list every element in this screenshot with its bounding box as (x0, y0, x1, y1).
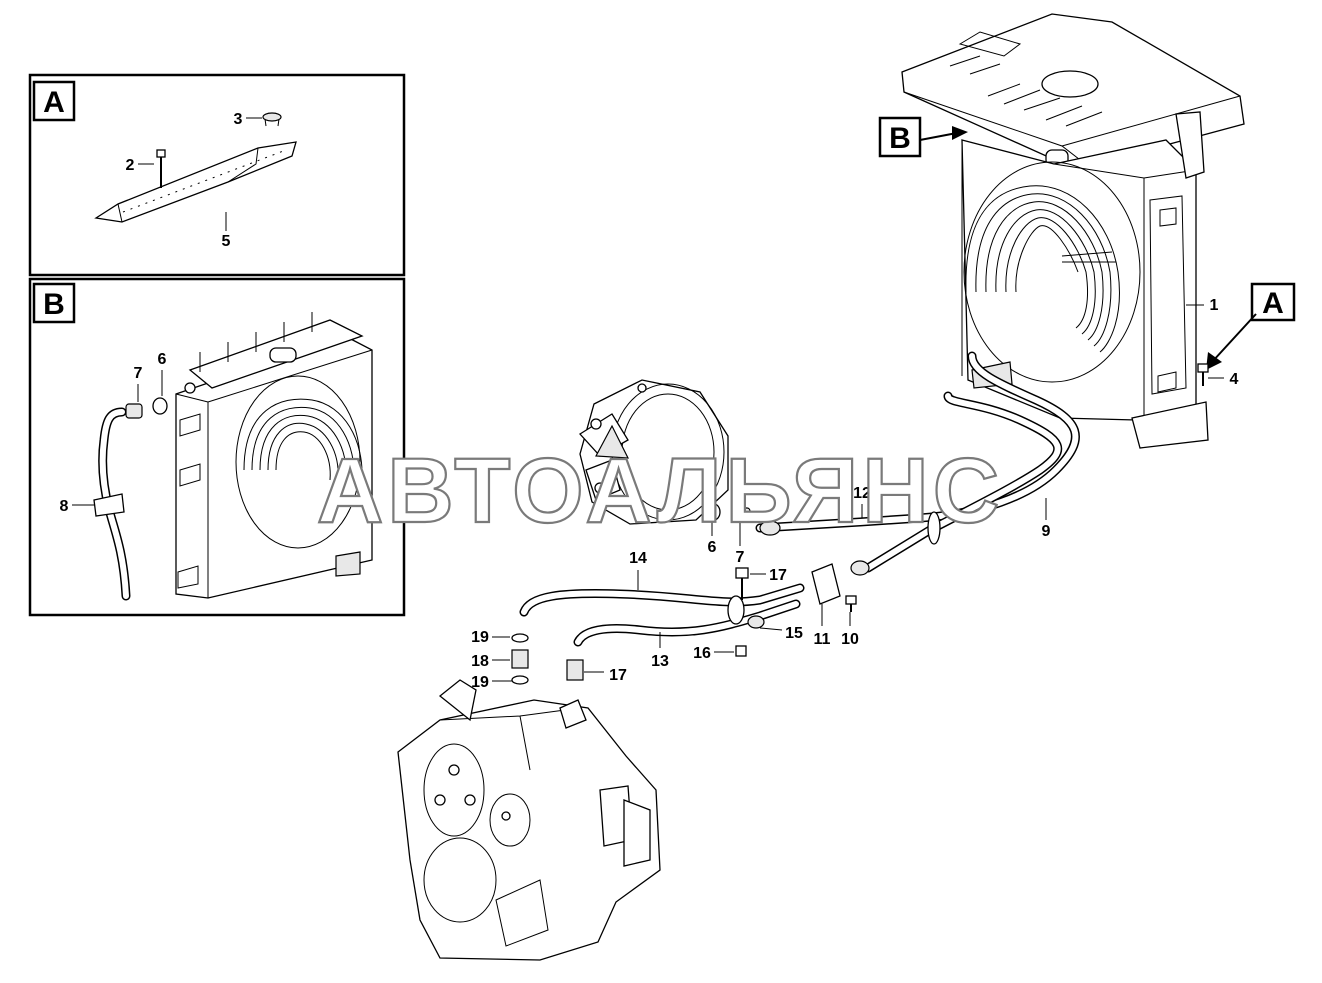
callout-17-lower: 17 (609, 667, 627, 684)
callout-7: 7 (736, 549, 745, 566)
fittings-6-7 (707, 503, 751, 523)
callout-19-lower: 19 (471, 674, 489, 691)
torque-converter (578, 379, 729, 525)
callout-8: 8 (60, 498, 69, 515)
hose-detail (93, 382, 196, 601)
transmission (397, 679, 661, 961)
callout-11: 11 (814, 631, 831, 648)
view-marker-a-box (1250, 282, 1296, 322)
block-11 (811, 563, 857, 612)
callout-19-upper: 19 (471, 629, 489, 646)
view-marker-a: A (1206, 282, 1296, 370)
callout-14: 14 (629, 550, 647, 567)
view-marker-a-label: A (1262, 287, 1284, 320)
callouts: 1 4 9 12 6 7 14 17 19 18 19 13 16 15 11 … (471, 297, 1238, 691)
cover-plate (94, 141, 297, 223)
callout-7-detail: 7 (134, 365, 143, 382)
small-fittings (511, 567, 749, 685)
callout-4: 4 (1230, 371, 1239, 388)
view-marker-b-box (878, 116, 922, 158)
view-marker-b-label: B (889, 122, 911, 155)
callout-15: 15 (785, 625, 803, 642)
detail-view-b: B 7 6 (28, 277, 406, 617)
callout-3: 3 (234, 111, 243, 128)
callout-12: 12 (853, 485, 871, 502)
detail-view-b-tag-box (32, 282, 76, 324)
callout-9: 9 (1042, 523, 1051, 540)
callout-6: 6 (708, 539, 717, 556)
filler-cap (262, 112, 282, 127)
detail-view-a: A 3 2 5 (28, 73, 406, 277)
hoses-9-12 (755, 351, 1080, 576)
detail-view-a-tag-box (32, 80, 76, 122)
callout-13: 13 (651, 653, 669, 670)
callout-17-upper: 17 (769, 567, 787, 584)
callout-5: 5 (222, 233, 231, 250)
bolt-4 (1197, 363, 1209, 386)
radiator-detail (175, 312, 373, 599)
callout-10: 10 (841, 631, 859, 648)
watermark: АВТОАЛЬЯНС (317, 440, 1003, 542)
detail-view-b-tag: B (43, 288, 65, 321)
callout-18: 18 (471, 653, 489, 670)
callout-6-detail: 6 (158, 351, 167, 368)
detail-view-a-tag: A (43, 86, 65, 119)
view-marker-b: B (878, 116, 968, 158)
callout-1: 1 (1210, 297, 1219, 314)
callout-2: 2 (126, 157, 135, 174)
callout-16: 16 (693, 645, 711, 662)
bolt (156, 149, 166, 188)
hoses-13-14 (519, 583, 805, 647)
radiator-assembly (901, 13, 1245, 449)
